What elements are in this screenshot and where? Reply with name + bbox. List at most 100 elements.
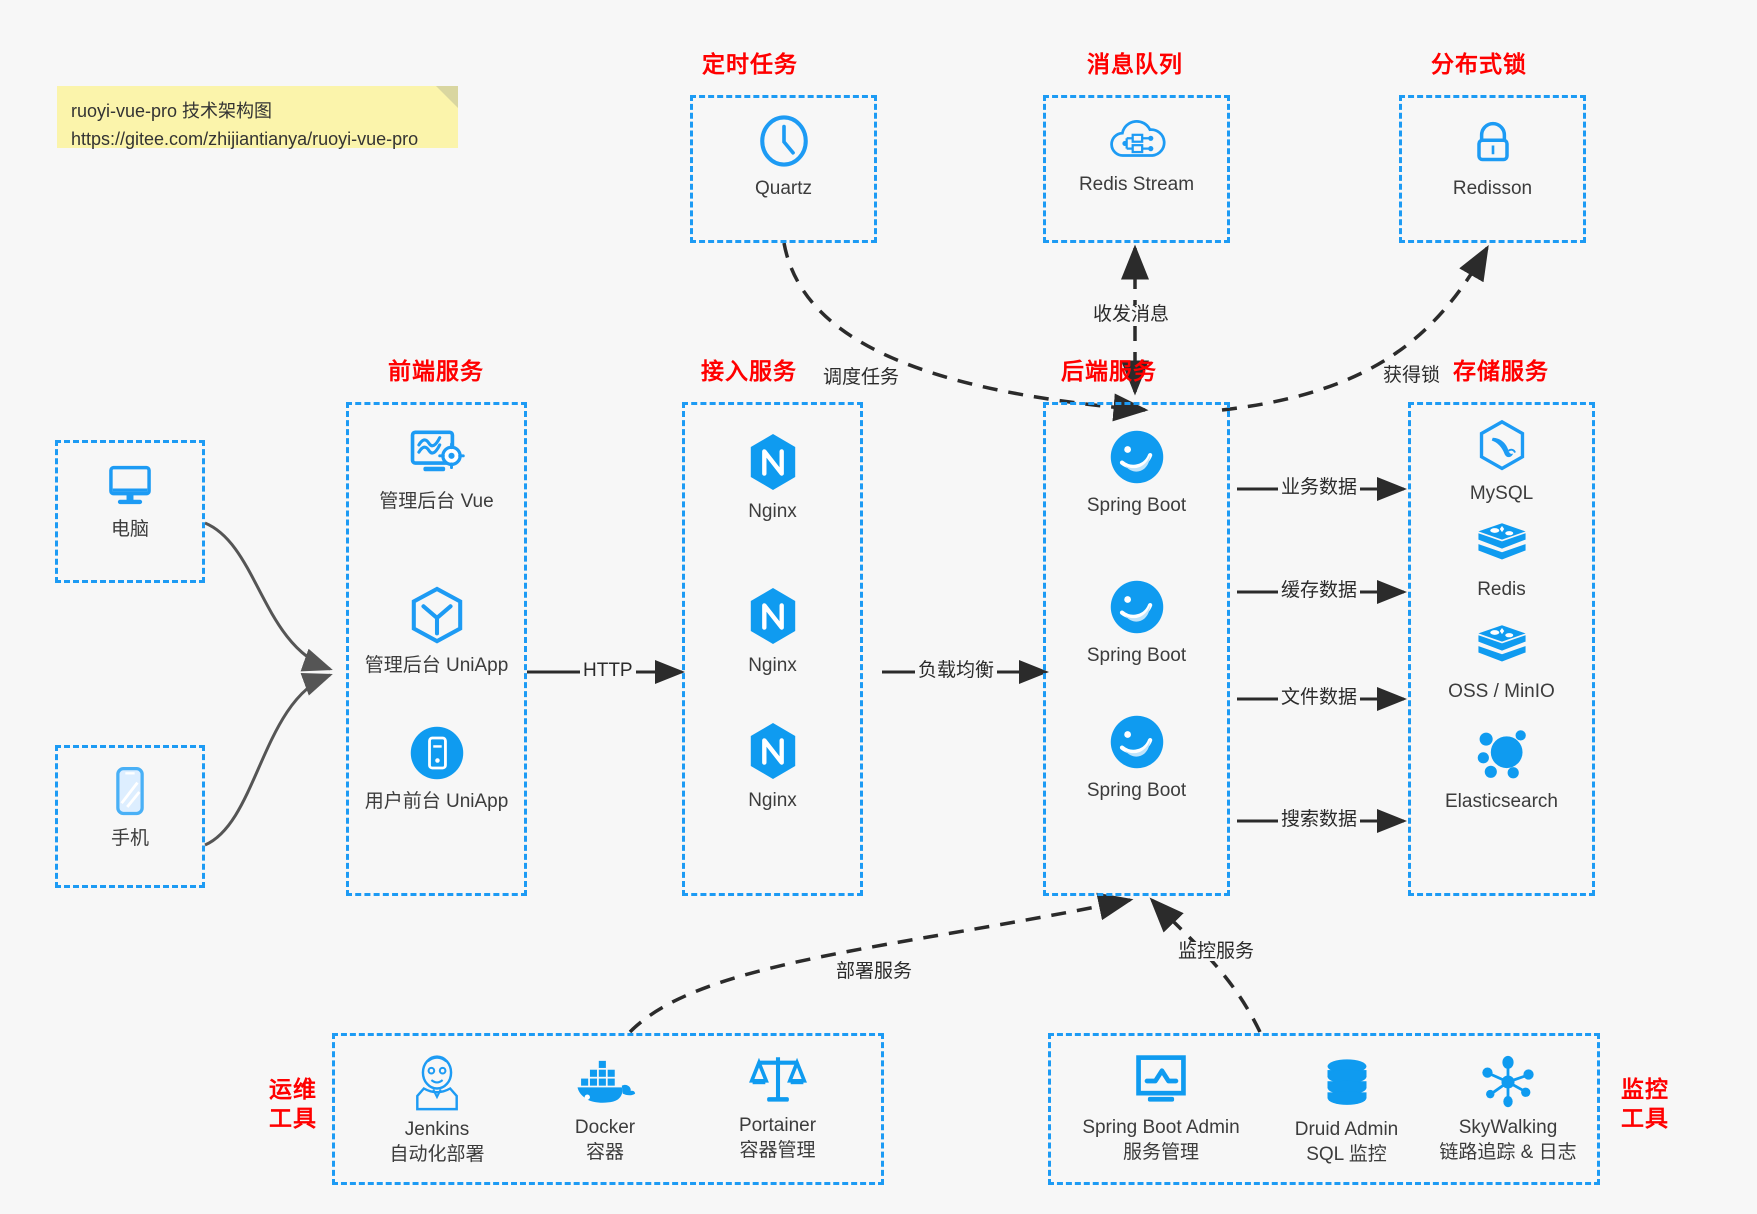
node-druid-admin[interactable]: Druid Admin SQL 监控 [1259,1058,1434,1167]
node-admin-uniapp[interactable]: 管理后台 UniApp [349,585,524,678]
node-oss-minio[interactable]: OSS / MinIO [1411,621,1592,704]
monitor-chart-icon [1136,1055,1186,1102]
node-nginx-1[interactable]: Nginx [685,431,860,524]
group-box-client-mobile: 手机 [55,745,205,888]
node-nginx-2[interactable]: Nginx [685,585,860,678]
mysql-dolphin-icon [1479,419,1524,471]
nginx-icon [750,723,795,779]
node-mobile[interactable]: 手机 [58,764,202,851]
edge-label-load-balance: 负载均衡 [915,661,998,680]
node-label-jenkins-desc: 自动化部署 [389,1143,485,1165]
cloud-network-icon [1109,120,1166,157]
node-label-redisson: Redisson [1452,178,1533,199]
node-nginx-3[interactable]: Nginx [685,720,860,813]
node-elasticsearch[interactable]: Elasticsearch [1411,727,1592,814]
group-title-gateway: 接入服务 [701,358,797,384]
desktop-monitor-icon [109,465,151,505]
node-label-admin-vue: 管理后台 Vue [379,491,494,512]
sticky-note: ruoyi-vue-pro 技术架构图 https://gitee.com/zh… [57,86,458,149]
node-user-uniapp[interactable]: 用户前台 UniApp [349,723,524,814]
node-label-nginx-3: Nginx [748,790,797,811]
edge-label-cache-data: 缓存数据 [1278,581,1361,600]
group-box-frontend: 管理后台 Vue 管理后台 UniApp 用户前台 UniApp [346,402,527,896]
group-title-devops-line2: 工具 [269,1104,317,1131]
node-spring-boot-1[interactable]: Spring Boot [1046,427,1227,518]
node-label-redis-stream: Redis Stream [1078,174,1195,195]
node-redisson[interactable]: Redisson [1402,114,1583,201]
oss-stack-icon [1477,625,1526,662]
group-box-message-queue: Redis Stream [1043,95,1230,243]
nginx-icon [750,588,795,644]
edge-label-http: HTTP [580,661,636,680]
node-skywalking[interactable]: SkyWalking 链路追踪 & 日志 [1419,1054,1597,1165]
node-jenkins[interactable]: Jenkins 自动化部署 [357,1050,517,1167]
mobile-phone-icon [116,767,144,816]
node-label-mobile: 手机 [110,828,149,849]
spring-boot-icon [1110,580,1163,634]
clock-icon [759,115,808,167]
group-title-message-queue: 消息队列 [1087,51,1183,77]
scales-balance-icon [748,1057,807,1102]
node-label-spring-boot-1: Spring Boot [1086,495,1187,516]
edge-label-business-data: 业务数据 [1278,478,1361,497]
node-desktop[interactable]: 电脑 [58,459,202,542]
edge-label-send-receive-message: 收发消息 [1090,305,1173,324]
node-label-nginx-1: Nginx [748,501,797,522]
node-redis[interactable]: Redis [1411,519,1592,602]
node-label-redis: Redis [1477,579,1526,600]
group-title-monitoring-line2: 工具 [1621,1104,1669,1131]
group-box-devops: Jenkins 自动化部署 Docker 容器 [332,1033,884,1185]
group-title-frontend: 前端服务 [388,358,484,384]
lock-icon [1476,121,1509,162]
edge-label-monitor-service: 监控服务 [1175,942,1258,961]
group-box-monitoring: Spring Boot Admin 服务管理 Druid Admin SQL 监… [1048,1033,1600,1185]
node-quartz[interactable]: Quartz [693,112,874,201]
node-docker[interactable]: Docker 容器 [525,1058,685,1165]
node-redis-stream[interactable]: Redis Stream [1046,114,1227,197]
node-label-skywalking-name: SkyWalking [1458,1117,1558,1138]
node-admin-vue[interactable]: 管理后台 Vue [349,425,524,514]
note-line-1: ruoyi-vue-pro 技术架构图 [71,101,273,121]
node-label-jenkins-name: Jenkins [404,1119,470,1140]
node-label-docker-name: Docker [574,1117,636,1138]
group-title-monitoring: 监控 工具 [1610,1075,1680,1133]
node-label-portainer-desc: 容器管理 [739,1139,816,1161]
edge-label-acquire-lock: 获得锁 [1380,366,1444,385]
spring-boot-icon [1110,715,1163,769]
database-cylinder-icon [1327,1059,1366,1105]
node-label-druid-name: Druid Admin [1294,1119,1399,1140]
nginx-icon [750,434,795,490]
group-title-devops-line1: 运维 [269,1076,317,1102]
node-label-skywalking-desc: 链路追踪 & 日志 [1439,1141,1577,1163]
docker-whale-icon [577,1060,636,1103]
node-label-admin-uniapp: 管理后台 UniApp [364,655,509,676]
node-label-mysql: MySQL [1469,483,1534,504]
node-label-elasticsearch: Elasticsearch [1445,791,1558,812]
node-mysql[interactable]: MySQL [1411,419,1592,506]
elasticsearch-icon [1477,730,1526,779]
note-line-2: https://gitee.com/zhijiantianya/ruoyi-vu… [71,128,419,149]
group-box-scheduled-task: Quartz [690,95,877,243]
edge-label-schedule-task: 调度任务 [820,368,903,387]
group-box-distributed-lock: Redisson [1399,95,1586,243]
node-label-oss-minio: OSS / MinIO [1448,681,1555,702]
group-title-monitoring-line1: 监控 [1621,1076,1669,1102]
note-fold-corner [436,86,458,108]
group-box-storage: MySQL Redis OSS / MinIO [1408,402,1595,896]
node-spring-boot-admin[interactable]: Spring Boot Admin 服务管理 [1061,1052,1261,1165]
node-label-quartz: Quartz [754,178,813,199]
node-label-nginx-2: Nginx [748,655,797,676]
node-spring-boot-2[interactable]: Spring Boot [1046,577,1227,668]
node-portainer[interactable]: Portainer 容器管理 [690,1050,865,1163]
node-label-druid-desc: SQL 监控 [1306,1143,1387,1165]
edge-label-file-data: 文件数据 [1278,688,1361,707]
node-graph-icon [1482,1055,1534,1108]
dashboard-gear-icon [410,430,465,472]
node-spring-boot-3[interactable]: Spring Boot [1046,712,1227,803]
group-title-scheduled-task: 定时任务 [702,51,798,77]
group-title-backend: 后端服务 [1061,358,1157,384]
node-label-desktop: 电脑 [110,519,149,540]
node-label-spring-boot-3: Spring Boot [1086,780,1187,801]
hexagon-cube-icon [411,586,462,644]
redis-stack-icon [1477,523,1526,560]
